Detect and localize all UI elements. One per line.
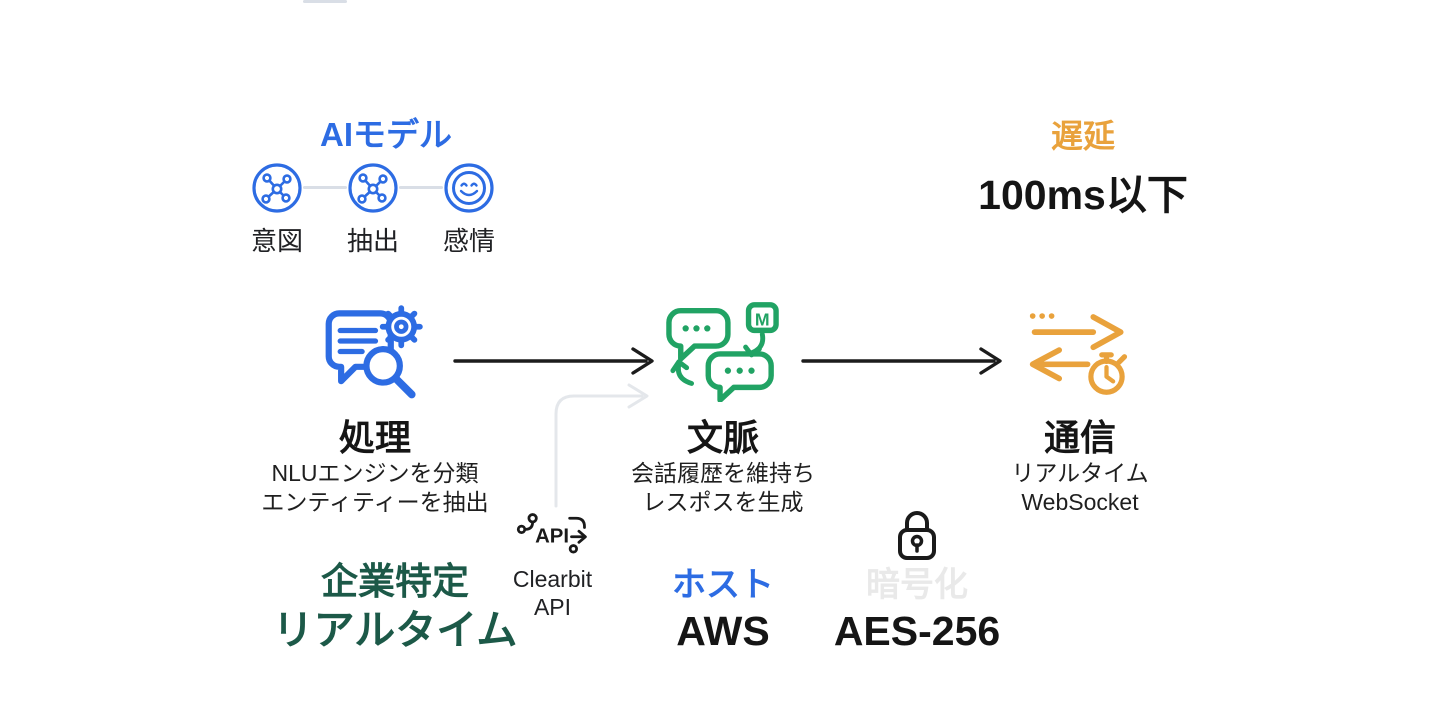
network-node-icon <box>348 163 398 213</box>
context-to-communication-arrow <box>801 347 1002 375</box>
sentiment-node <box>443 162 495 214</box>
extraction-node <box>347 162 399 214</box>
lock-icon <box>898 511 936 560</box>
stage-communication: 通信 リアルタイム WebSocket <box>940 296 1220 517</box>
hosting-value: AWS <box>676 608 770 654</box>
node-connector <box>303 186 347 189</box>
context-icon-letter: M <box>755 309 770 329</box>
encryption-block: 暗号化 AES-256 <box>792 506 1042 656</box>
ai-models-title: AIモデル <box>320 116 452 153</box>
enrichment-caption: 企業特定 リアルタイム <box>230 558 560 654</box>
stage-context: M 文脈 会話履歴を維持ち レスポスを生成 <box>583 296 863 517</box>
stage-context-subtitle-1: 会話履歴を維持ち <box>631 460 815 486</box>
network-node-icon <box>252 163 302 213</box>
hosting-title: ホスト <box>672 566 774 604</box>
intent-node <box>251 162 303 214</box>
encryption-title: 暗号化 <box>866 566 968 604</box>
latency-title: 遅延 <box>1050 118 1115 154</box>
stage-processing: 処理 NLUエンジンを分類 エンティティーを抽出 <box>235 296 515 517</box>
clearbit-caption-2: API <box>533 594 572 620</box>
hosting-block: ホスト AWS <box>598 564 848 656</box>
stage-context-title: 文脈 <box>686 417 759 458</box>
node-connector <box>399 186 443 189</box>
stage-context-subtitle-2: レスポスを生成 <box>642 489 804 515</box>
realtime-transfer-icon <box>1027 296 1133 408</box>
enrichment-line-1: 企業特定 <box>321 561 469 602</box>
stage-communication-title: 通信 <box>1043 417 1116 458</box>
nlu-analysis-icon <box>323 296 428 408</box>
api-icon: API <box>516 513 587 554</box>
processing-to-context-arrow <box>453 347 654 375</box>
clearbit-caption-1: Clearbit <box>512 566 593 592</box>
node-connector <box>303 0 347 3</box>
enrichment-line-2: リアルタイム <box>272 607 518 653</box>
sentiment-label: 感情 <box>442 226 495 256</box>
stage-processing-subtitle-2: エンティティーを抽出 <box>261 489 489 515</box>
stage-communication-subtitle-1: リアルタイム <box>1011 460 1149 486</box>
smiley-face-icon <box>444 163 494 213</box>
extraction-label: 抽出 <box>346 226 399 256</box>
clearbit-to-context-arrow <box>554 383 649 508</box>
latency-value: 100ms以下 <box>978 172 1188 218</box>
stage-processing-title: 処理 <box>338 417 411 458</box>
stage-communication-subtitle-2: WebSocket <box>1021 489 1139 515</box>
api-icon-text: API <box>535 525 569 547</box>
intent-label: 意図 <box>250 226 303 256</box>
encryption-value: AES-256 <box>833 608 1001 654</box>
conversation-context-icon: M <box>666 296 780 408</box>
stage-processing-subtitle-1: NLUエンジンを分類 <box>271 460 479 486</box>
clearbit-api-block: API Clearbit API <box>495 509 610 621</box>
